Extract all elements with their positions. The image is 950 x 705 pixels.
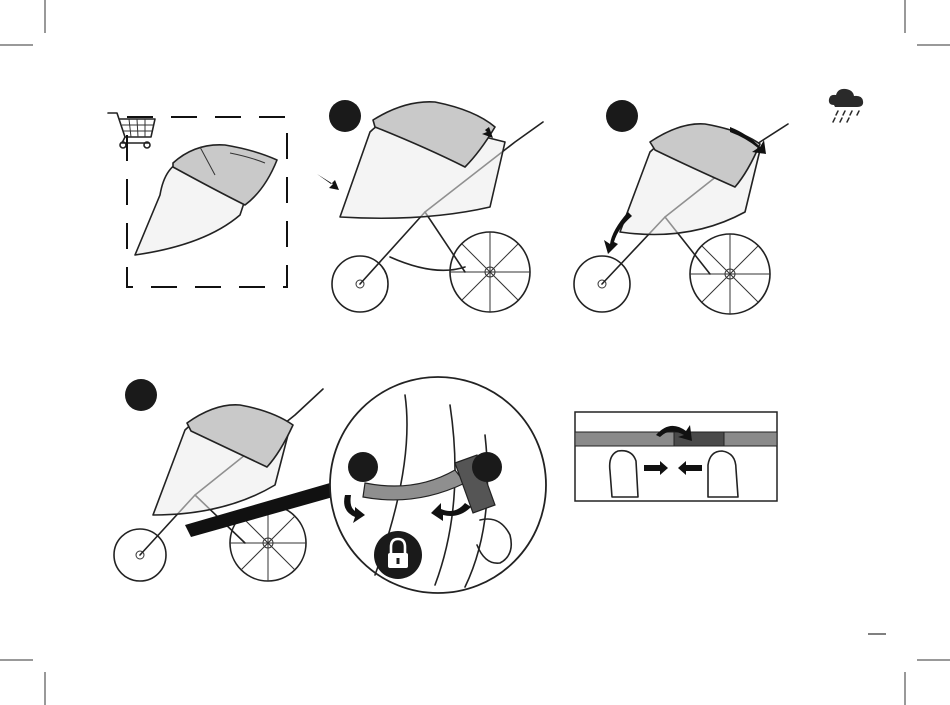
detail-frame <box>575 412 777 501</box>
step-3b-badge <box>472 452 502 482</box>
rain-cover-installed <box>153 405 293 515</box>
shopping-cart-icon <box>108 113 155 148</box>
zoom-detail <box>330 377 546 593</box>
strap-illustration <box>674 432 724 446</box>
package-contents-panel <box>105 105 295 290</box>
padlock-icon <box>374 531 422 579</box>
rain-cover-installed <box>340 102 505 218</box>
rain-cover-installed <box>620 124 760 235</box>
arrow-icon <box>317 174 339 190</box>
step-3a-badge <box>348 452 378 482</box>
step-3-panel <box>105 375 555 605</box>
step-3-badge <box>125 379 157 411</box>
rain-cover-illustration <box>135 145 277 255</box>
step-2-badge <box>606 100 638 132</box>
step-2-panel <box>570 92 800 322</box>
rain-cloud-icon <box>826 85 868 125</box>
page-number-rule <box>868 632 886 636</box>
step-1-badge <box>329 100 361 132</box>
strap-fastening-panel <box>574 411 778 502</box>
step-1-panel <box>315 92 545 322</box>
